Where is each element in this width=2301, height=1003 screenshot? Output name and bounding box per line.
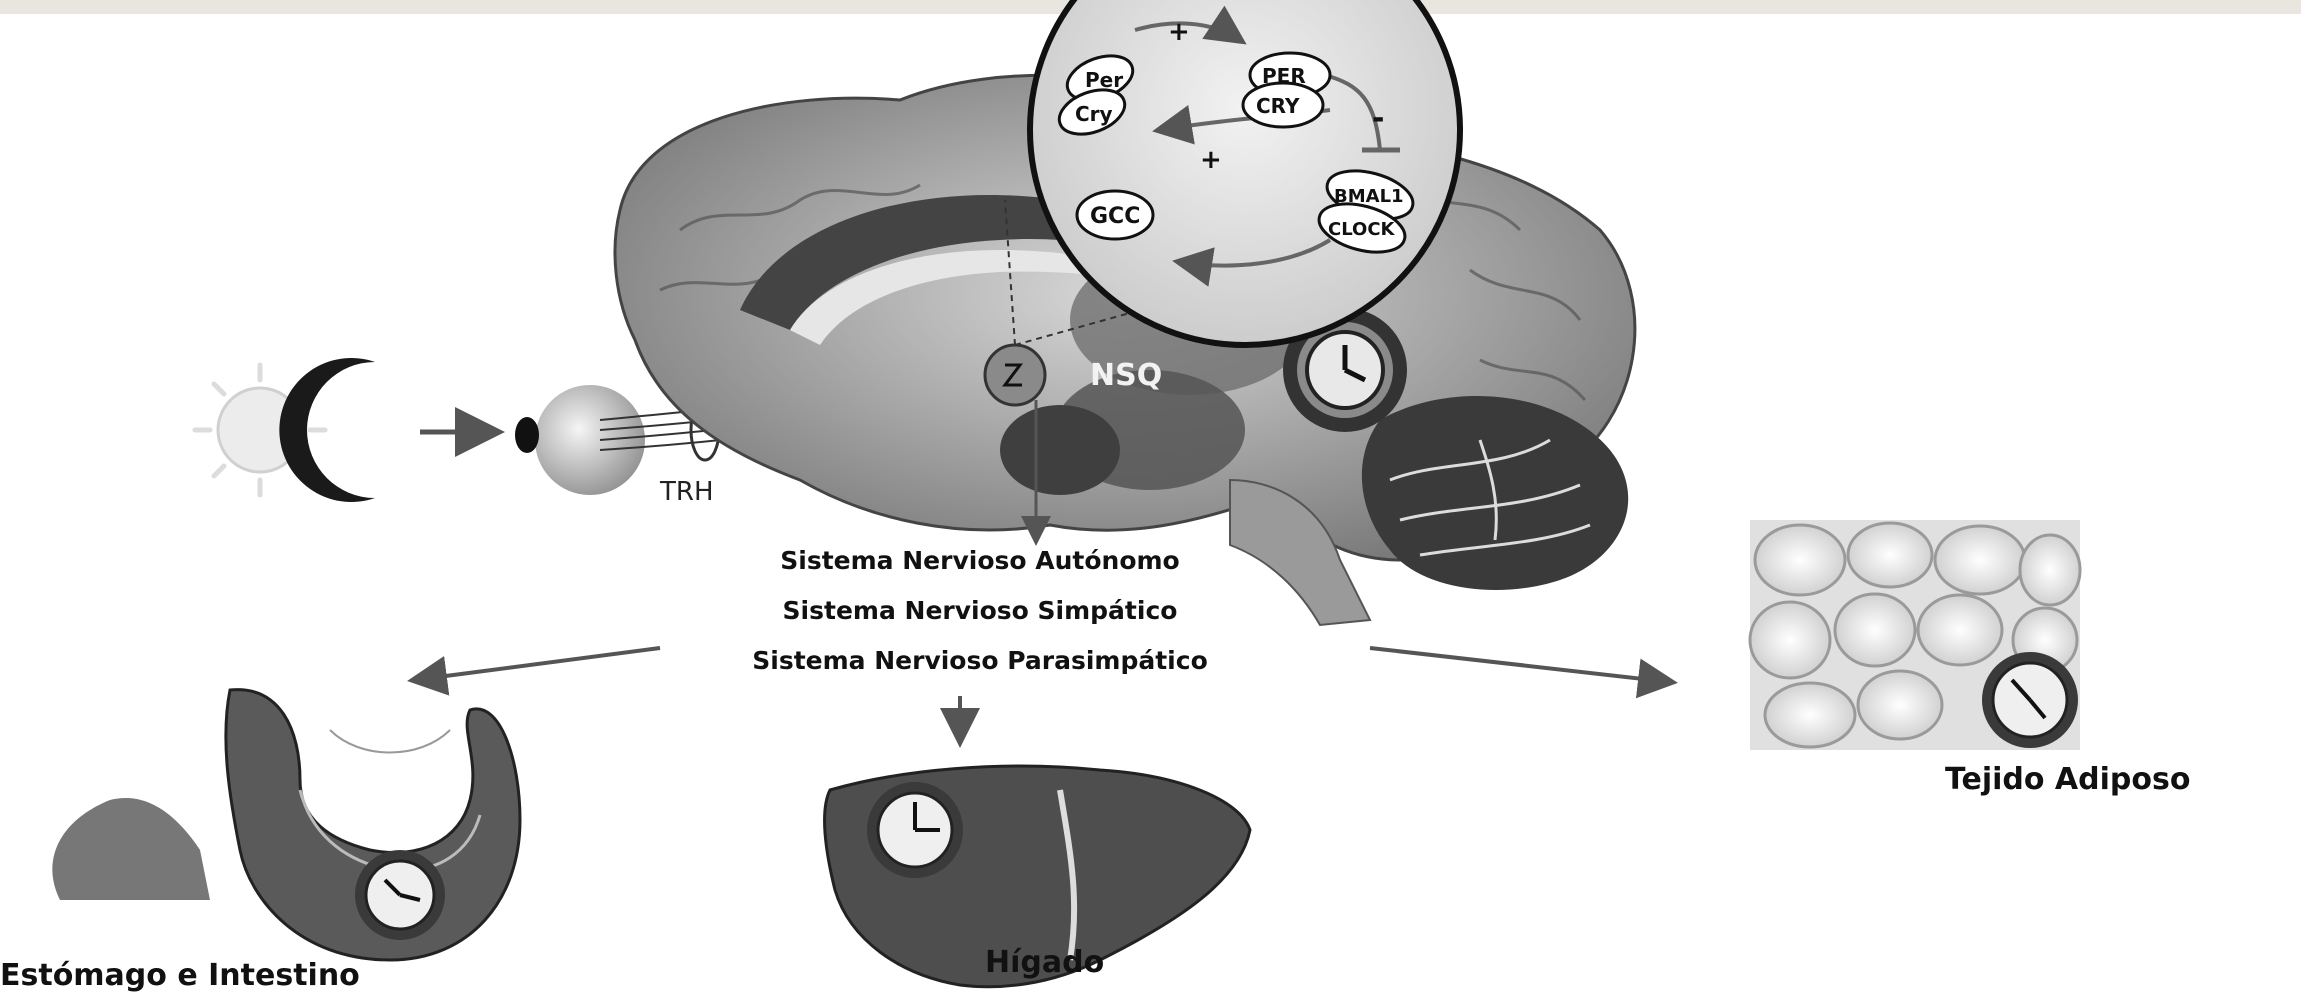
adipose-label: Tejido Adiposo [1945, 762, 2190, 797]
liver-label: Hígado [985, 945, 1104, 980]
autonomic-nervous-system-label: Sistema Nervioso Autónomo [700, 546, 1260, 575]
scn-node [985, 345, 1045, 405]
node-gcc: GCC [1077, 191, 1153, 239]
svg-text:Per: Per [1085, 68, 1123, 92]
stomach-label: Estómago e Intestino [0, 958, 360, 993]
svg-text:PER: PER [1262, 64, 1306, 88]
svg-text:CLOCK: CLOCK [1328, 219, 1396, 240]
svg-text:GCC: GCC [1090, 204, 1140, 229]
stomach-clock-icon [355, 850, 445, 940]
parasympathetic-nervous-system-label: Sistema Nervioso Parasimpático [700, 646, 1260, 675]
arrow-to-adipose [1370, 648, 1670, 682]
adipose-clock-icon [1982, 652, 2078, 748]
eye-icon [515, 385, 645, 495]
svg-text:BMAL1: BMAL1 [1334, 186, 1404, 207]
liver-clock-icon [867, 782, 963, 878]
sign-plus-middle: + [1200, 145, 1222, 175]
nsq-label: NSQ [1090, 358, 1162, 393]
sign-plus-top: + [1168, 17, 1190, 47]
stomach-illustration [52, 690, 520, 960]
sign-inhibit: - [1372, 101, 1384, 136]
arrow-to-stomach [415, 648, 660, 680]
sympathetic-nervous-system-label: Sistema Nervioso Simpático [700, 596, 1260, 625]
node-per-cry-upper: PER CRY [1243, 53, 1330, 127]
trh-label: TRH [659, 477, 714, 507]
svg-text:Cry: Cry [1075, 102, 1113, 126]
svg-text:CRY: CRY [1256, 94, 1300, 118]
